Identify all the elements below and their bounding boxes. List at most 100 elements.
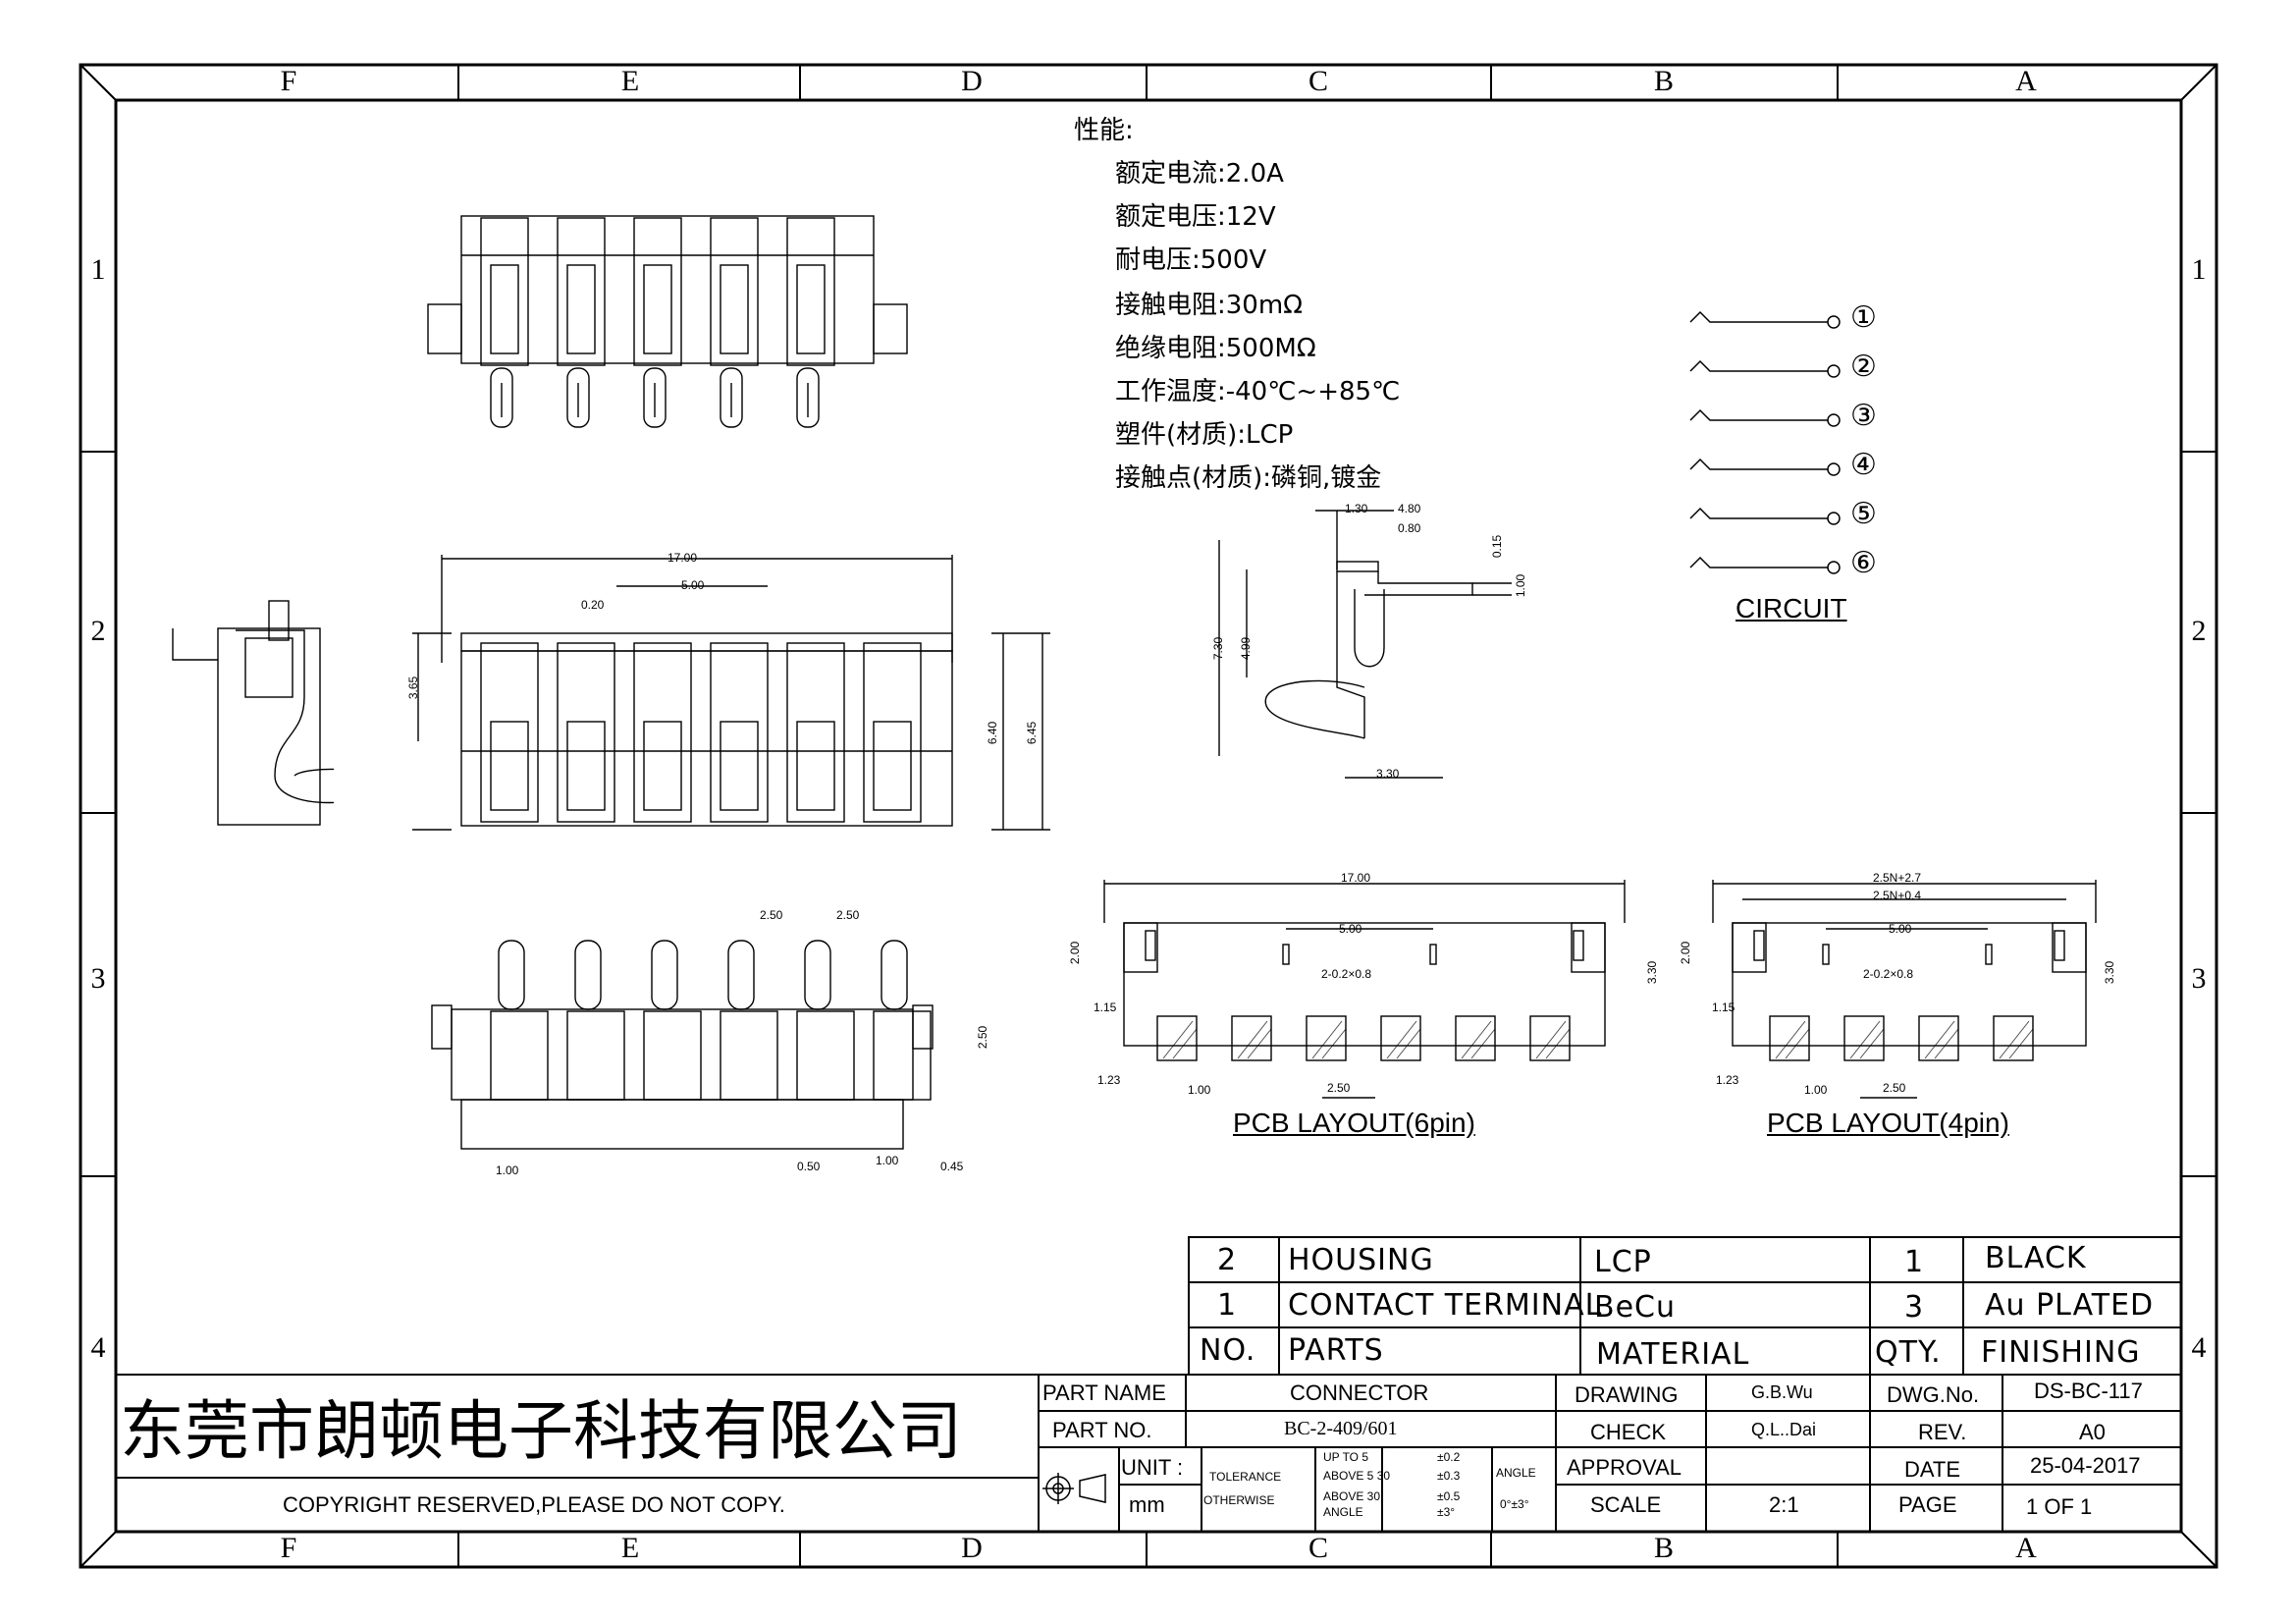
spec-contact-resistance: 接触电阻:30mΩ	[1115, 291, 1304, 320]
dim-pcb6-100: 1.00	[1188, 1083, 1211, 1097]
side-view-drawing	[172, 600, 334, 826]
spec-contact-material: 接触点(材质):磷铜,镀金	[1115, 463, 1382, 493]
circuit-pin-4: ④	[1850, 448, 1877, 482]
circuit-line-6	[1689, 556, 1841, 574]
spec-insulation-resistance: 绝缘电阻:500MΩ	[1115, 334, 1316, 363]
bom-row2-no: 1	[1217, 1288, 1238, 1323]
dim-pcb4-115: 1.15	[1712, 1001, 1735, 1014]
bom-row2-material: BeCu	[1594, 1290, 1676, 1325]
bom-row1-finishing: BLACK	[1985, 1241, 2087, 1275]
rev-value: A0	[2079, 1420, 2106, 1444]
unit-value: mm	[1129, 1492, 1165, 1517]
dim-pcb4-123: 1.23	[1716, 1073, 1739, 1087]
angle-label: ANGLE	[1496, 1466, 1536, 1480]
check-value: Q.L..Dai	[1751, 1420, 1817, 1439]
front-view-drawing	[412, 555, 1050, 831]
tol-val-3: ±0.5	[1437, 1489, 1461, 1503]
dim-bottom-100b: 1.00	[876, 1154, 899, 1167]
circuit-line-2	[1689, 359, 1841, 378]
circuit-line-3	[1689, 408, 1841, 427]
zone-row-3-left: 3	[90, 962, 106, 995]
dim-term-080: 0.80	[1398, 521, 1421, 535]
circuit-pin-1: ①	[1850, 300, 1877, 335]
dim-pcb4-250: 2.50	[1883, 1081, 1906, 1095]
circuit-diagram	[1689, 310, 1841, 574]
dim-term-480: 4.80	[1398, 502, 1421, 515]
circuit-line-5	[1689, 507, 1841, 525]
rev-label: REV.	[1918, 1420, 1967, 1444]
circuit-label: CIRCUIT	[1735, 593, 1847, 623]
projection-symbol-icon	[1042, 1473, 1106, 1504]
terminal-view-drawing	[1218, 510, 1512, 779]
spec-operating-temp: 工作温度:-40℃~+85℃	[1115, 377, 1401, 406]
unit-label: UNIT :	[1121, 1455, 1184, 1480]
dim-pcb6-slot: 2-0.2×0.8	[1321, 967, 1372, 981]
approval-label: APPROVAL	[1567, 1455, 1682, 1480]
zone-row-4-left: 4	[90, 1331, 106, 1364]
bom-row1-no: 2	[1217, 1243, 1238, 1277]
dim-pcb6-5: 5.00	[1339, 922, 1362, 936]
bom-row2-part: CONTACT TERMINAL	[1288, 1288, 1603, 1323]
zone-row-2-left: 2	[90, 615, 106, 647]
spec-housing-material: 塑件(材质):LCP	[1115, 420, 1294, 450]
circuit-pin-3: ③	[1850, 399, 1877, 433]
circuit-line-1	[1689, 310, 1841, 329]
drawing-label: DRAWING	[1575, 1382, 1679, 1407]
bom-header-no: NO.	[1200, 1333, 1256, 1368]
date-label: DATE	[1904, 1457, 1961, 1482]
dwg-no-label: DWG.No.	[1887, 1382, 1980, 1407]
tol-row-3: ABOVE 30	[1323, 1489, 1381, 1503]
circuit-line-4	[1689, 458, 1841, 476]
dim-pcb4-inner: 2.5N+0.4	[1873, 889, 1922, 902]
zone-row-1-right: 1	[2191, 253, 2207, 286]
dim-pcb6-250: 2.50	[1327, 1081, 1351, 1095]
zone-row-3-right: 3	[2191, 962, 2207, 995]
bom-row2-finishing: Au PLATED	[1985, 1288, 2155, 1323]
zone-col-a-bottom: A	[2015, 1532, 2037, 1564]
dim-front-17: 17.00	[667, 551, 698, 565]
tol-val-1: ±0.2	[1437, 1450, 1461, 1464]
bom-header-qty: QTY.	[1875, 1335, 1942, 1370]
dwg-no-value: DS-BC-117	[2034, 1379, 2143, 1403]
spec-rated-voltage: 额定电压:12V	[1115, 202, 1276, 232]
dim-term-130: 1.30	[1345, 502, 1368, 515]
tolerance-label: TOLERANCE	[1209, 1470, 1282, 1484]
part-no-value: BC-2-409/601	[1284, 1418, 1398, 1439]
check-label: CHECK	[1590, 1420, 1667, 1444]
dim-bottom-250a: 2.50	[760, 908, 783, 922]
part-no-label: PART NO.	[1052, 1418, 1152, 1442]
bom-header-parts: PARTS	[1288, 1333, 1384, 1368]
angle-value: 0°±3°	[1500, 1497, 1529, 1511]
part-name-label: PART NAME	[1042, 1380, 1166, 1405]
part-name-value: CONNECTOR	[1290, 1380, 1429, 1405]
circuit-pin-2: ②	[1850, 350, 1877, 384]
pcb-4pin-drawing	[1712, 880, 2097, 1099]
zone-col-c-bottom: C	[1308, 1532, 1328, 1564]
bottom-view-drawing	[431, 940, 934, 1150]
tol-val-2: ±0.3	[1437, 1469, 1461, 1483]
zone-row-1-left: 1	[90, 253, 106, 286]
spec-rated-current: 额定电流:2.0A	[1115, 159, 1284, 189]
company-name: 东莞市朗顿电子科技有限公司	[120, 1393, 962, 1469]
date-value: 25-04-2017	[2030, 1453, 2141, 1478]
tol-val-4: ±3°	[1437, 1505, 1456, 1519]
spec-withstand-voltage: 耐电压:500V	[1115, 245, 1267, 275]
spec-title: 性能:	[1074, 116, 1134, 145]
copyright-notice: COPYRIGHT RESERVED,PLEASE DO NOT COPY.	[283, 1492, 785, 1517]
dim-pcb6-123: 1.23	[1097, 1073, 1121, 1087]
dim-pcb4-overall: 2.5N+2.7	[1873, 871, 1922, 885]
page-value: 1 OF 1	[2026, 1494, 2093, 1519]
bom-header-finishing: FINISHING	[1981, 1335, 2141, 1370]
zone-col-b-top: B	[1653, 65, 1674, 97]
dim-bottom-045: 0.45	[940, 1160, 964, 1173]
zone-col-d-top: D	[961, 65, 983, 97]
bom-row1-material: LCP	[1594, 1245, 1652, 1279]
page-label: PAGE	[1898, 1492, 1957, 1517]
dim-pcb4-100: 1.00	[1804, 1083, 1828, 1097]
pcb-4pin-label: PCB LAYOUT(4pin)	[1767, 1108, 2009, 1138]
dim-front-5: 5.00	[681, 578, 705, 592]
zone-col-c-top: C	[1308, 65, 1328, 97]
